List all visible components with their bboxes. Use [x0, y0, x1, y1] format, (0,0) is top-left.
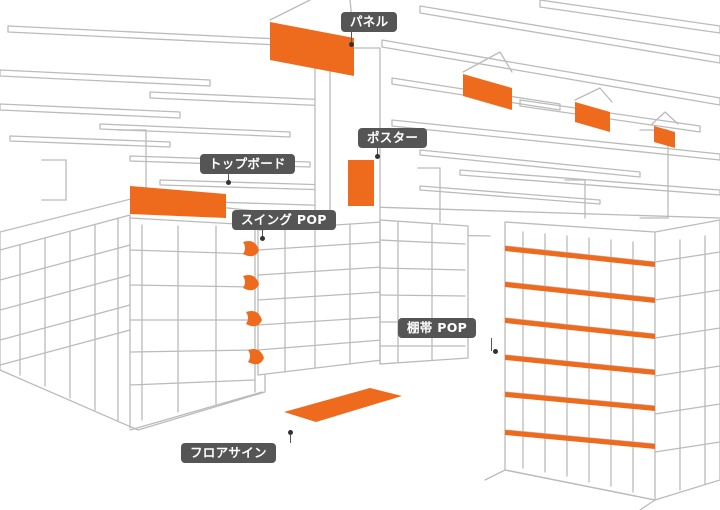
- ceiling-panel: [575, 102, 610, 132]
- label-floor-sign: フロアサイン: [181, 443, 276, 463]
- floor-sign-anchor-dot: [288, 430, 293, 435]
- center-gondola: [258, 220, 468, 375]
- label-shelf-strip-pop: 棚帯 POP: [398, 318, 476, 338]
- label-poster: ポスター: [358, 128, 427, 148]
- top-board: [130, 186, 226, 218]
- poster-anchor-dot: [375, 154, 380, 159]
- label-top-board: トップボード: [200, 154, 295, 174]
- floor-sign: [284, 388, 402, 422]
- shelf-strip-leader: [491, 338, 492, 351]
- panel-anchor-dot: [349, 42, 354, 47]
- left-gondola: [0, 198, 265, 430]
- top-board-anchor-dot: [226, 180, 231, 185]
- ceiling-panel: [463, 74, 512, 110]
- label-panel: パネル: [341, 12, 397, 32]
- poster: [348, 160, 374, 206]
- shelf-strip-anchor-dot: [493, 349, 498, 354]
- swing-pop-anchor-dot: [260, 236, 265, 241]
- label-swing-pop: スイング POP: [232, 210, 336, 230]
- ceiling-panel: [654, 126, 675, 148]
